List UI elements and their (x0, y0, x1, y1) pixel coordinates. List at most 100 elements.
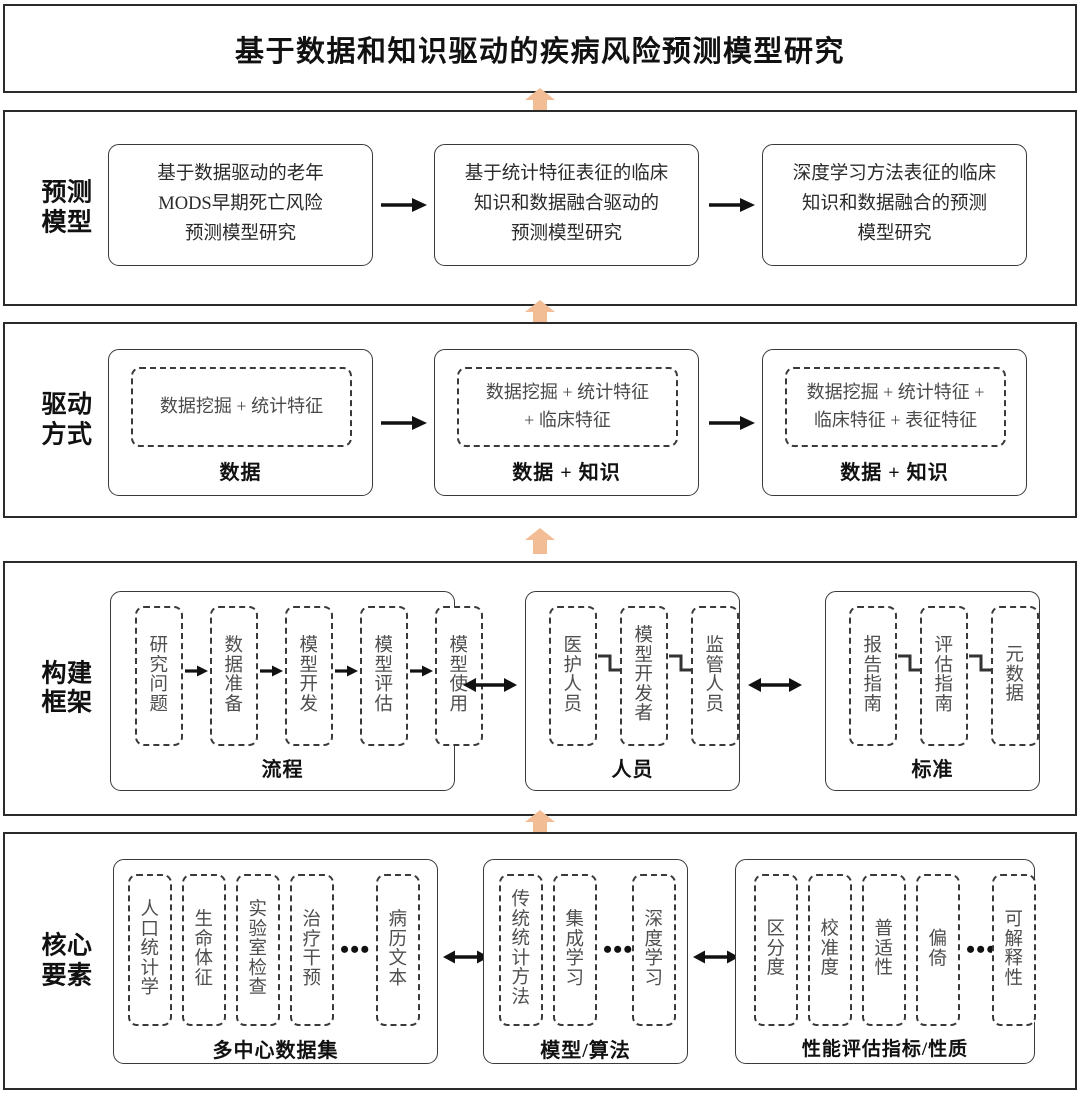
core-group-model[interactable]: 传 统 统 计 方 法 集 成 学 习 ••• 深 (483, 859, 688, 1064)
arrow-right-icon-process-2 (259, 662, 284, 680)
metrics-item-4: 偏 倚 (916, 874, 960, 1026)
prediction-card-1[interactable]: 基于数据驱动的老年 MODS早期死亡风险 预测模型研究 (108, 144, 373, 266)
metrics-item-3: 普 适 性 (862, 874, 906, 1026)
process-item-2-text: 数 据 准 备 (224, 635, 244, 715)
elbow-connector-personnel-1 (597, 654, 623, 685)
core-elements-section: 核心要素 人 口 统 计 学 生 命 体 征 (3, 832, 1077, 1090)
framework-group-standard[interactable]: 报 告 指 南 评 估 指 南 (825, 591, 1040, 791)
personnel-item-1-text: 医 护 人 员 (563, 635, 583, 715)
title-section: 基于数据和知识驱动的疾病风险预测模型研究 (3, 4, 1077, 93)
personnel-item-3: 监 管 人 员 (691, 606, 739, 746)
driving-group-2-caption: 数据 + 知识 (512, 462, 621, 484)
process-item-3: 模 型 开 发 (285, 606, 333, 746)
dataset-item-1-text: 人 口 统 计 学 (140, 899, 160, 999)
core-model-caption: 模型/算法 (540, 1040, 631, 1062)
model-item-1-text: 传 统 统 计 方 法 (511, 890, 531, 1009)
metrics-item-1-text: 区 分 度 (766, 919, 786, 979)
row-label-framework: 构建框架 (41, 660, 93, 717)
process-item-1-text: 研 究 问 题 (149, 635, 169, 715)
core-group-metrics[interactable]: 区 分 度 校 准 度 普 适 性 (735, 859, 1036, 1064)
process-item-4: 模 型 评 估 (360, 606, 408, 746)
driving-group-1[interactable]: 数据挖掘 + 统计特征 数据 (108, 349, 373, 496)
dataset-item-5-text: 病 历 文 本 (388, 909, 408, 989)
metrics-item-1: 区 分 度 (754, 874, 798, 1026)
core-group-dataset[interactable]: 人 口 统 计 学 生 命 体 征 实 验 室 (113, 859, 438, 1064)
arrow-right-icon-pred-2 (708, 195, 758, 215)
core-metrics-caption: 性能评估指标/性质 (801, 1039, 969, 1060)
model-item-2: 集 成 学 习 (553, 874, 597, 1026)
standard-item-1-text: 报 告 指 南 (863, 635, 883, 715)
dataset-item-4: 治 疗 干 预 (290, 874, 334, 1026)
row-label-core: 核心要素 (41, 932, 93, 990)
dataset-item-4-text: 治 疗 干 预 (302, 909, 322, 989)
model-item-1: 传 统 统 计 方 法 (499, 874, 543, 1026)
model-item-3: 深 度 学 习 (632, 874, 676, 1026)
arrow-right-icon-drive-1 (380, 413, 430, 433)
driving-group-3-content: 数据挖掘 + 统计特征 + 临床特征 + 表征特征 (785, 367, 1006, 447)
ellipsis-icon-model: ••• (603, 935, 634, 964)
personnel-item-2-text: 模 型 开 发 者 (634, 625, 654, 725)
prediction-card-1-text: 基于数据驱动的老年 MODS早期死亡风险 预测模型研究 (157, 164, 324, 244)
metrics-item-2-text: 校 准 度 (820, 919, 840, 979)
arrow-right-icon-process-4 (409, 662, 434, 680)
ellipsis-icon-metrics: ••• (966, 935, 997, 964)
standard-item-2: 评 估 指 南 (920, 606, 968, 746)
personnel-item-1: 医 护 人 员 (549, 606, 597, 746)
standard-item-3: 元 数 据 (991, 606, 1039, 746)
metrics-item-3-text: 普 适 性 (874, 919, 894, 979)
model-item-3-text: 深 度 学 习 (644, 909, 664, 989)
standard-item-1: 报 告 指 南 (849, 606, 897, 746)
up-arrow-icon-2 (524, 300, 556, 331)
process-item-5-text: 模 型 使 用 (449, 635, 469, 715)
up-arrow-icon-3 (524, 528, 556, 559)
construction-framework-section: 构建框架 研 究 问 题 数 据 准 备 (3, 561, 1077, 816)
arrow-right-icon-process-3 (334, 662, 359, 680)
elbow-connector-standard-2 (968, 654, 994, 685)
arrow-right-icon-process-1 (184, 662, 209, 680)
core-dataset-caption: 多中心数据集 (212, 1040, 339, 1062)
metrics-item-5-text: 可 解 释 性 (1004, 909, 1024, 989)
up-arrow-icon-1 (524, 88, 556, 119)
ellipsis-icon-dataset: ••• (340, 935, 371, 964)
dataset-item-2-text: 生 命 体 征 (194, 909, 214, 989)
prediction-card-3-text: 深度学习方法表征的临床 知识和数据融合的预测 模型研究 (792, 164, 997, 244)
page-title: 基于数据和知识驱动的疾病风险预测模型研究 (234, 35, 845, 68)
dataset-item-3: 实 验 室 检 查 (236, 874, 280, 1026)
standard-item-3-text: 元 数 据 (1005, 645, 1025, 705)
arrow-both-icon-core-2 (692, 946, 740, 968)
process-item-2: 数 据 准 备 (210, 606, 258, 746)
framework-group-process[interactable]: 研 究 问 题 数 据 准 备 (110, 591, 483, 791)
prediction-card-3[interactable]: 深度学习方法表征的临床 知识和数据融合的预测 模型研究 (762, 144, 1027, 266)
driving-group-2-content-text: 数据挖掘 + 统计特征 + 临床特征 (485, 382, 650, 430)
personnel-item-2: 模 型 开 发 者 (620, 606, 668, 746)
arrow-right-icon-drive-2 (708, 413, 758, 433)
driving-group-1-caption: 数据 (219, 462, 262, 484)
model-item-2-text: 集 成 学 习 (565, 909, 585, 989)
elbow-connector-standard-1 (897, 654, 923, 685)
prediction-card-2[interactable]: 基于统计特征表征的临床 知识和数据融合驱动的 预测模型研究 (434, 144, 699, 266)
standard-item-2-text: 评 估 指 南 (934, 635, 954, 715)
arrow-right-icon-pred-1 (380, 195, 430, 215)
process-item-3-text: 模 型 开 发 (299, 635, 319, 715)
dataset-item-5: 病 历 文 本 (376, 874, 420, 1026)
personnel-item-3-text: 监 管 人 员 (705, 635, 725, 715)
driving-group-3-content-text: 数据挖掘 + 统计特征 + 临床特征 + 表征特征 (806, 382, 985, 430)
framework-group-personnel[interactable]: 医 护 人 员 模 型 开 发 者 (525, 591, 740, 791)
process-item-4-text: 模 型 评 估 (374, 635, 394, 715)
row-label-driving: 驱动方式 (41, 391, 93, 449)
framework-personnel-caption: 人员 (611, 759, 654, 781)
process-item-1: 研 究 问 题 (135, 606, 183, 746)
driving-group-2[interactable]: 数据挖掘 + 统计特征 + 临床特征 数据 + 知识 (434, 349, 699, 496)
dataset-item-2: 生 命 体 征 (182, 874, 226, 1026)
up-arrow-icon-4 (524, 810, 556, 841)
dataset-item-1: 人 口 统 计 学 (128, 874, 172, 1026)
metrics-item-4-text: 偏 倚 (928, 929, 948, 969)
driving-group-1-content: 数据挖掘 + 统计特征 (131, 367, 352, 447)
driving-group-3[interactable]: 数据挖掘 + 统计特征 + 临床特征 + 表征特征 数据 + 知识 (762, 349, 1027, 496)
driving-group-2-content: 数据挖掘 + 统计特征 + 临床特征 (457, 367, 678, 447)
prediction-card-2-text: 基于统计特征表征的临床 知识和数据融合驱动的 预测模型研究 (464, 164, 669, 244)
driving-method-section: 驱动方式 数据挖掘 + 统计特征 数据 数据挖掘 + 统计特征 + 临床特征 数… (3, 322, 1077, 518)
driving-group-3-caption: 数据 + 知识 (840, 462, 949, 484)
driving-group-1-content-text: 数据挖掘 + 统计特征 (159, 396, 324, 417)
